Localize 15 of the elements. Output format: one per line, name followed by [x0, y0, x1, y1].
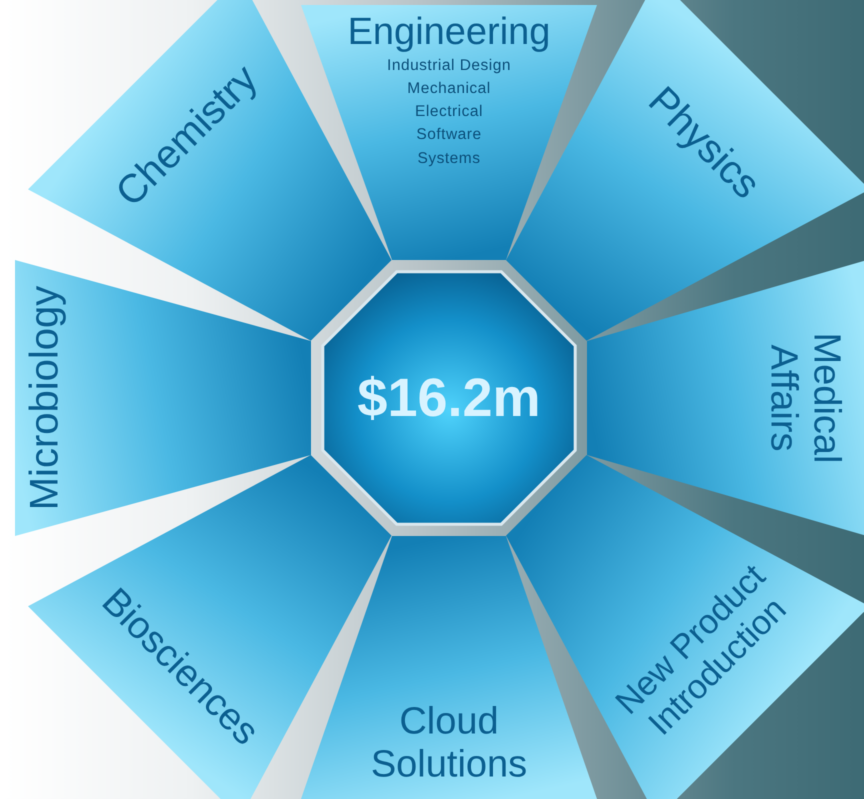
segment-label: Engineering [346, 11, 552, 54]
category-segment [15, 260, 311, 536]
segment-label: Cloud Solutions [370, 700, 528, 786]
discipline-item: Software [415, 125, 483, 146]
category-segment [587, 260, 864, 536]
total-amount: $16.2m [356, 367, 542, 429]
discipline-item: Mechanical [406, 78, 492, 99]
center-octagon [321, 270, 577, 526]
segment-label: Microbiology [22, 284, 68, 512]
category-segment [301, 536, 597, 799]
discipline-item: Industrial Design [386, 56, 512, 76]
category-segment [301, 5, 597, 260]
discipline-item: Electrical [414, 102, 484, 122]
segment-label: Medical Affairs [762, 332, 848, 466]
discipline-item: Systems [416, 148, 482, 169]
